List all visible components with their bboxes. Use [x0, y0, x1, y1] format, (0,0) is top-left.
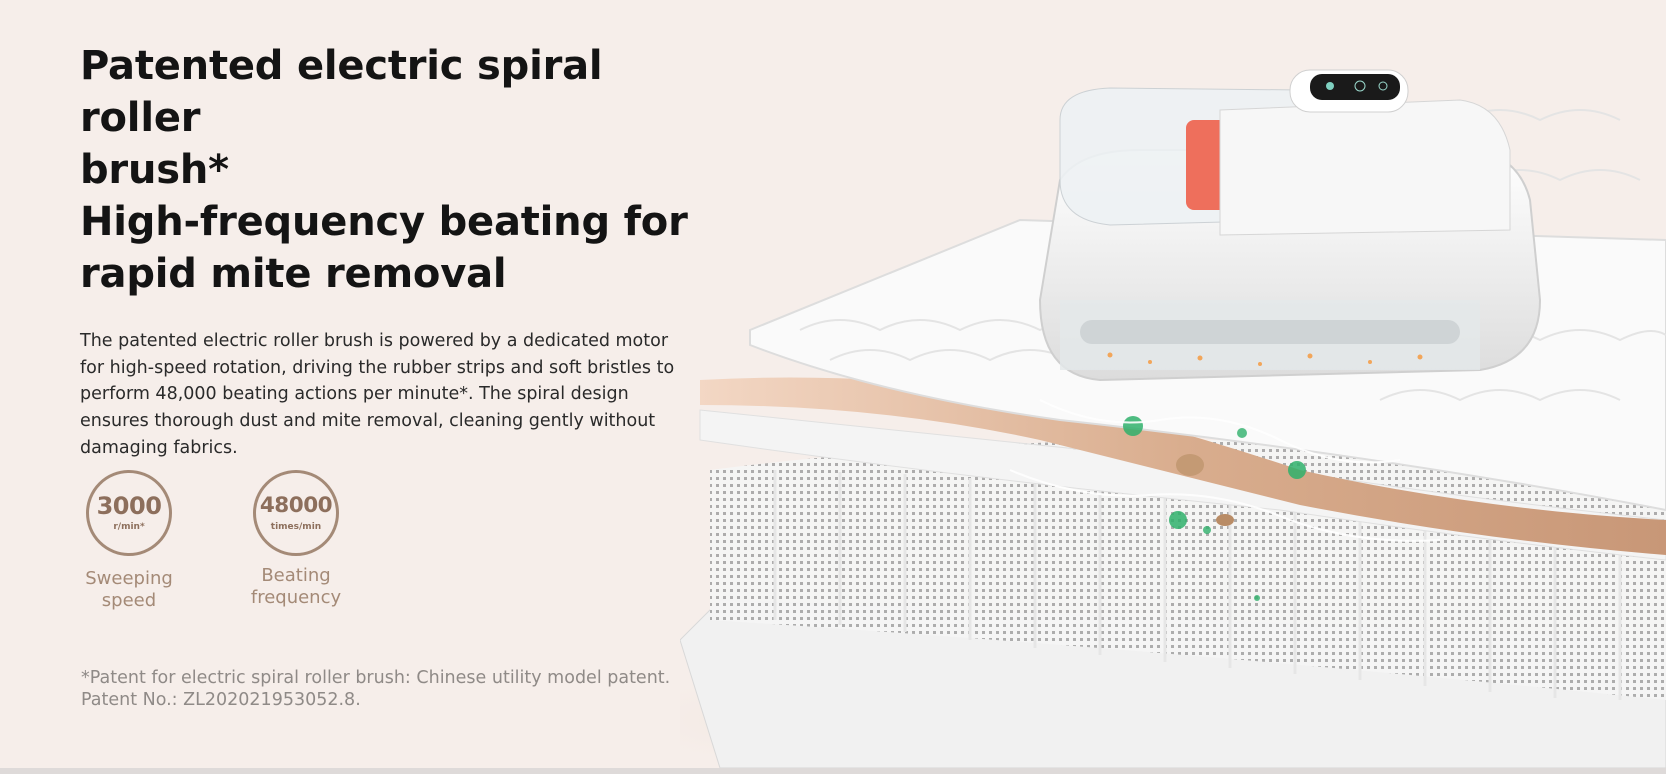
feature-headline: Patented electric spiral roller brush* H… [80, 40, 700, 300]
headline-line: rapid mite removal [80, 251, 507, 297]
dust-mites [1123, 416, 1306, 601]
stat-sweeping-speed: 3000 r/min* Sweeping speed [49, 470, 209, 612]
stat-value: 48000 [259, 493, 333, 518]
product-illustration [680, 0, 1666, 768]
roller-brush [1080, 320, 1460, 344]
headline-line: brush* [80, 147, 229, 193]
feature-description: The patented electric roller brush is po… [80, 331, 675, 458]
stat-unit: times/min [270, 522, 322, 532]
stat-label-line: speed [101, 590, 157, 611]
stat-label-line: Beating [261, 565, 331, 586]
airflow-lines [1009, 399, 1441, 542]
patent-footnote: *Patent for electric spiral roller brush… [81, 667, 721, 711]
vacuum-device [1038, 69, 1542, 382]
feature-copy: Patented electric spiral roller brush* H… [80, 40, 700, 462]
stat-unit: r/min* [113, 522, 145, 532]
stat-badge: 48000 times/min [253, 470, 339, 556]
stat-value: 3000 [96, 492, 162, 520]
footnote-line: *Patent for electric spiral roller brush… [81, 668, 671, 688]
stat-badge: 3000 r/min* [86, 470, 172, 556]
stat-label-line: Sweeping [85, 568, 173, 589]
stat-label: Sweeping speed [49, 568, 209, 612]
headline-line: High-frequency beating for [80, 199, 688, 245]
bottom-divider [0, 768, 1666, 774]
mattress-vacuum-illustration [680, 69, 1666, 768]
stat-label: Beating frequency [216, 565, 376, 609]
stat-label-line: frequency [250, 587, 342, 608]
footnote-line: Patent No.: ZL202021953052.8. [81, 690, 361, 710]
headline-line: Patented electric spiral roller [80, 43, 603, 141]
stat-beating-frequency: 48000 times/min Beating frequency [216, 470, 376, 609]
